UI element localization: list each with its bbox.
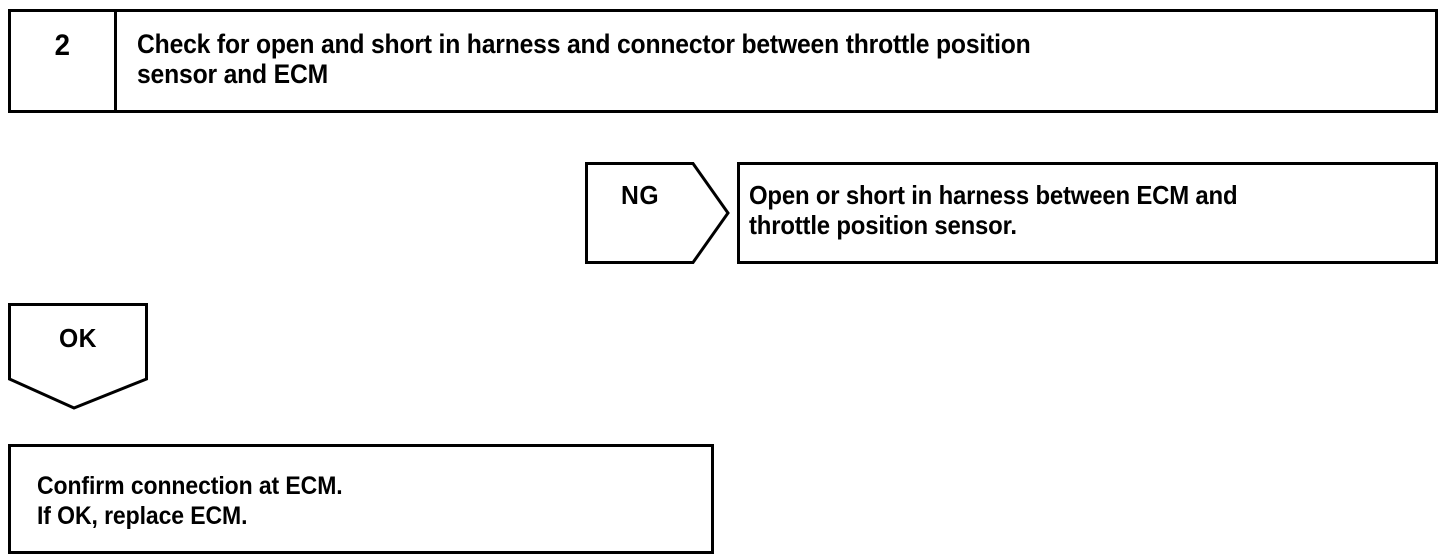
ng-result-box: Open or short in harness between ECM and… <box>737 162 1438 264</box>
ok-result-box: Confirm connection at ECM. If OK, replac… <box>8 444 714 554</box>
step-description: Check for open and short in harness and … <box>137 29 1031 90</box>
ng-result-text: Open or short in harness between ECM and… <box>749 180 1238 241</box>
ng-branch-arrow <box>585 162 730 264</box>
ok-arrow-shape <box>8 303 148 410</box>
step-number-cell: 2 <box>11 12 117 110</box>
ok-branch-arrow <box>8 303 148 411</box>
ok-result-text: Confirm connection at ECM. If OK, replac… <box>37 472 343 530</box>
step-number: 2 <box>54 29 71 62</box>
step-description-cell: Check for open and short in harness and … <box>120 12 1435 110</box>
ng-arrow-shape <box>585 162 730 264</box>
ok-branch-label: OK <box>59 323 97 353</box>
step-header-box: 2 Check for open and short in harness an… <box>8 9 1438 113</box>
ng-branch-label: NG <box>621 180 659 210</box>
